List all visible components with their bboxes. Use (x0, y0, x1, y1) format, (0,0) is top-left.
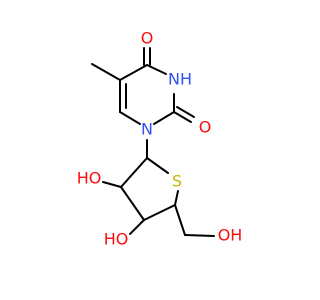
bond-c1prime-s (146, 157, 169, 174)
atom-ho-lower: HO (104, 230, 129, 249)
bond-c3prime-oh (129, 219, 145, 235)
atom-labels-group: O NH O N S HO HO OH (77, 29, 243, 249)
atom-sulfur: S (172, 172, 182, 191)
atom-ho-upper: HO (77, 169, 102, 188)
bond-c2-o-1 (173, 111, 192, 123)
bond-c4prime-ch2 (174, 204, 186, 236)
atom-nitrogen-ring: N (141, 120, 153, 139)
atom-oxygen-top: O (141, 29, 154, 48)
bond-c6-n1 (119, 111, 141, 125)
bond-c2prime-oh (102, 181, 122, 188)
atom-oh-right: OH (218, 226, 243, 245)
bond-c5-methyl (91, 63, 121, 81)
bond-c2-o-2 (176, 106, 195, 118)
bond-c3prime-c2prime (120, 186, 145, 221)
bond-c4prime-c3prime (143, 204, 176, 221)
atom-nh: NH (168, 70, 192, 89)
bond-c2prime-c1prime (120, 157, 148, 188)
bonds-group (91, 47, 215, 237)
bond-ch2-oh (184, 234, 215, 237)
bond-n1-c2 (153, 111, 175, 125)
bond-s-c4prime (174, 190, 179, 206)
molecule-structure: O NH O N S HO HO OH (76, 28, 243, 249)
atom-oxygen-right: O (199, 118, 212, 137)
bond-n3-c4 (146, 64, 167, 75)
bond-c4-c5 (119, 64, 148, 81)
